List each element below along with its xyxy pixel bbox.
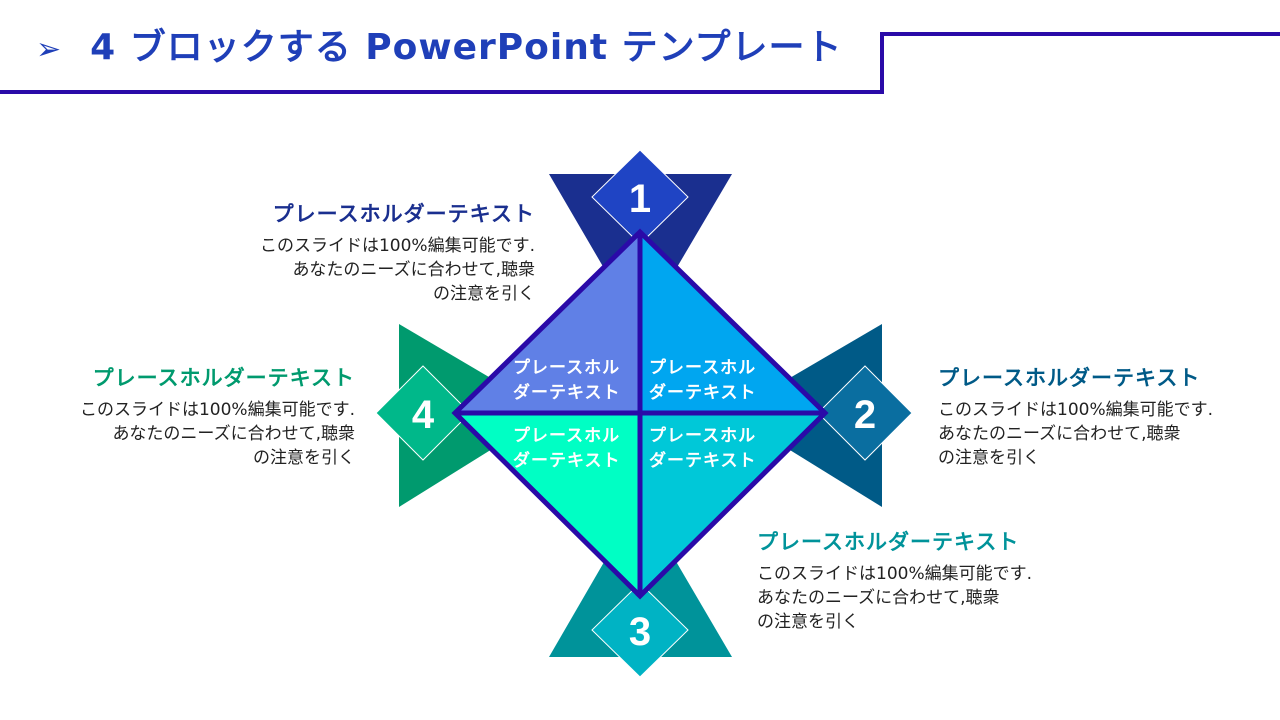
block-body: このスライドは100%編集可能です.あなたのニーズに合わせて,聴衆の注意を引く [757,564,1033,632]
quadrant-label-top-right: プレースホルダーテキスト [649,358,757,403]
quadrant-label-top-left: プレースホルダーテキスト [513,358,621,403]
text-block-4: プレースホルダーテキスト このスライドは100%編集可能です.あなたのニーズに合… [15,362,355,470]
text-block-1: プレースホルダーテキスト このスライドは100%編集可能です.あなたのニーズに合… [195,198,535,306]
block-heading: プレースホルダーテキスト [757,530,1020,554]
arrow-right-icon: ➢ [36,32,63,67]
block-number-3: 3 [629,610,651,654]
header-divider-vertical [880,32,884,94]
quadrant-label-bottom-left: プレースホルダーテキスト [513,426,621,471]
page-title: ➢ 4 ブロックする PowerPoint テンプレート [36,18,843,70]
block-heading: プレースホルダーテキスト [92,366,355,390]
text-block-3: プレースホルダーテキスト このスライドは100%編集可能です.あなたのニーズに合… [757,526,1097,634]
block-heading: プレースホルダーテキスト [938,366,1201,390]
title-text: 4 ブロックする PowerPoint テンプレート [90,27,843,68]
quadrant-label-bottom-right: プレースホルダーテキスト [649,426,757,471]
block-body: このスライドは100%編集可能です.あなたのニーズに合わせて,聴衆の注意を引く [79,400,355,468]
block-number-1: 1 [629,177,651,221]
diamond-marker-2 [817,365,913,461]
text-block-2: プレースホルダーテキスト このスライドは100%編集可能です.あなたのニーズに合… [938,362,1278,470]
block-body: このスライドは100%編集可能です.あなたのニーズに合わせて,聴衆の注意を引く [938,400,1214,468]
header-divider-top [880,32,1280,36]
block-number-2: 2 [854,393,876,437]
diamond-marker-3 [591,582,689,678]
header-divider [0,90,884,94]
diamond-marker-4 [375,365,471,461]
block-number-4: 4 [412,393,435,437]
block-heading: プレースホルダーテキスト [272,202,535,226]
block-body: このスライドは100%編集可能です.あなたのニーズに合わせて,聴衆の注意を引く [259,236,535,304]
